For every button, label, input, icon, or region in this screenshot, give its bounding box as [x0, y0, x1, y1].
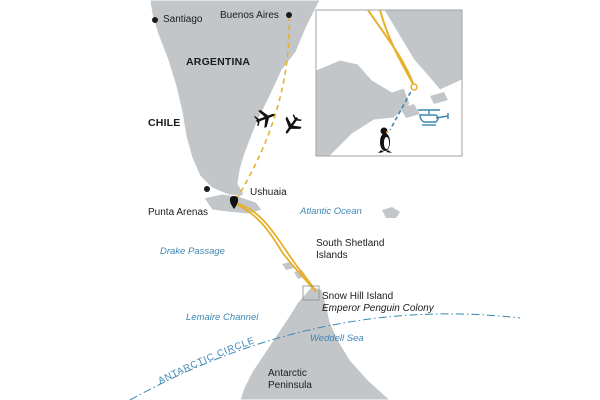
inset-colony-point: [410, 83, 418, 91]
buenos-aires-label: Buenos Aires: [220, 10, 279, 21]
argentina-label: ARGENTINA: [186, 56, 251, 68]
inset-map: [315, 9, 463, 157]
south-america-land: [149, 0, 321, 199]
plane-icon: [253, 110, 275, 128]
flight-route: [233, 15, 290, 204]
lemaire-channel-label: Lemaire Channel: [186, 312, 259, 323]
snow-hill-inset-marker: [302, 285, 320, 301]
drake-passage-label: Drake Passage: [160, 246, 225, 257]
santiago-label: Santiago: [163, 14, 203, 25]
chile-label: CHILE: [148, 117, 181, 129]
antarctic-circle-line: [129, 313, 521, 400]
south-shetland-label-1: South Shetland: [316, 238, 385, 249]
atlantic-ocean-label: Atlantic Ocean: [300, 206, 362, 217]
helicopter-icon: [418, 109, 449, 126]
antarctic-circle-label: ANTARCTIC CIRCLE: [156, 335, 256, 387]
punta-arenas-label: Punta Arenas: [148, 207, 209, 218]
antarctic-peninsula-label-1: Antarctic: [268, 368, 307, 379]
punta-arenas-dot: [204, 186, 210, 192]
emperor-colony-label: Emperor Penguin Colony: [322, 303, 434, 314]
weddell-sea-label: Weddell Sea: [310, 333, 364, 344]
falkland-islands-land: [382, 207, 400, 218]
ushuaia-label: Ushuaia: [250, 187, 287, 198]
snow-hill-label: Snow Hill Island: [322, 291, 394, 302]
ship-route: [233, 202, 317, 293]
antarctica-land: [239, 285, 391, 400]
plane-icon-return: [285, 113, 302, 134]
penguin-icon: [378, 127, 392, 153]
buenos-aires-dot: [286, 12, 292, 18]
antarctic-peninsula-label-2: Peninsula: [268, 380, 312, 391]
south-shetland-label-2: Islands: [316, 250, 348, 261]
santiago-dot: [152, 17, 158, 23]
port-marker-icon: [229, 196, 239, 209]
